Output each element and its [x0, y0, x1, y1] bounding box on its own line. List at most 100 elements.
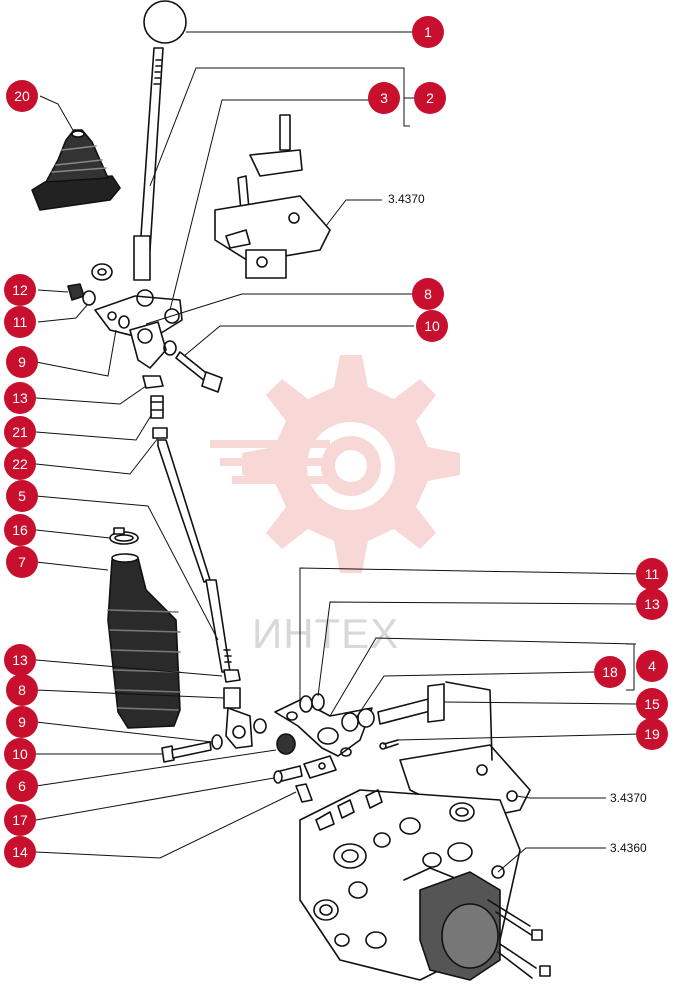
- callout-badge: [636, 718, 668, 750]
- ball-joint-8b-part: [223, 687, 253, 749]
- callout-c17: 17: [4, 804, 36, 836]
- callout-number: 20: [14, 88, 30, 104]
- callout-badge: [636, 558, 668, 590]
- callout-badge: [6, 346, 38, 378]
- callout-c21: 21: [4, 416, 36, 448]
- dust-boot-large-part: [107, 553, 181, 729]
- callout-badge: [412, 278, 444, 310]
- leader-ref-lower: [515, 795, 606, 799]
- callout-c14: 14: [4, 836, 36, 868]
- leader-10a: [183, 325, 414, 357]
- callout-c12: 12: [4, 274, 36, 306]
- callout-number: 6: [18, 778, 26, 794]
- callout-number: 4: [648, 658, 656, 674]
- callout-number: 13: [12, 390, 28, 406]
- callout-c9a: 9: [6, 346, 38, 378]
- callout-badge: [6, 770, 38, 802]
- coupling-21-part: [150, 395, 164, 419]
- pin-14-part: [295, 783, 313, 803]
- bolt-10b-part: [161, 741, 212, 763]
- callout-number: 12: [12, 282, 28, 298]
- callout-badge: [4, 416, 36, 448]
- callout-number: 1: [424, 24, 432, 40]
- callout-c20: 20: [6, 80, 38, 112]
- cotter-pin-19-part: [379, 739, 399, 750]
- leader-14: [35, 791, 297, 859]
- callout-badge: [414, 82, 446, 114]
- callout-number: 11: [645, 566, 660, 582]
- callout-badge: [6, 706, 38, 738]
- callout-c4: 4: [636, 650, 668, 682]
- nut-13b-part: [223, 669, 241, 683]
- callout-c13a: 13: [4, 382, 36, 414]
- callout-number: 5: [18, 488, 26, 504]
- callout-c7: 7: [6, 546, 38, 578]
- hose-clamp-part: [109, 527, 139, 545]
- callout-badge: [4, 382, 36, 414]
- callout-c18: 18: [594, 656, 626, 688]
- leader-13c: [35, 659, 223, 677]
- leader-13b: [317, 601, 641, 697]
- callout-c3: 3: [368, 82, 400, 114]
- callout-number: 17: [12, 812, 28, 828]
- callout-badge: [4, 306, 36, 338]
- callout-number: 7: [18, 554, 26, 570]
- callout-badge: [4, 644, 36, 676]
- callout-c10b: 10: [4, 738, 36, 770]
- nut-12-part: [67, 283, 85, 301]
- callout-number: 2: [426, 90, 434, 106]
- leader-19: [397, 733, 641, 741]
- callout-c19: 19: [636, 718, 668, 750]
- bushing-6-part: [276, 733, 296, 755]
- bracket-2-3: [403, 68, 410, 127]
- hydraulic-valve-block: [299, 789, 551, 981]
- callout-c11b: 11: [636, 558, 668, 590]
- callout-number: 3: [380, 90, 388, 106]
- callout-badge: [6, 480, 38, 512]
- bracket-4-18: [626, 643, 635, 691]
- lever-rod-part: [133, 47, 164, 281]
- pivot-bushing-part: [91, 263, 113, 281]
- callout-badge: [594, 656, 626, 688]
- callout-c11a: 11: [4, 306, 36, 338]
- spacer-18-part: [341, 708, 375, 732]
- callout-badge: [4, 274, 36, 306]
- leader-ref-upper: [325, 199, 382, 227]
- callout-number: 18: [602, 664, 618, 680]
- callout-c6: 6: [6, 770, 38, 802]
- callout-number: 22: [12, 456, 28, 472]
- callout-badge: [4, 514, 36, 546]
- assembly-ref-lower: 3.4370: [610, 791, 647, 805]
- callout-c15: 15: [636, 688, 668, 720]
- callout-number: 13: [12, 652, 28, 668]
- callout-badge: [4, 804, 36, 836]
- callout-number: 16: [12, 522, 28, 538]
- callout-badge: [636, 588, 668, 620]
- leader-8b: [35, 689, 225, 699]
- leader-17: [35, 777, 275, 821]
- leader-9b: [35, 721, 213, 743]
- bracket-assembly-top: [214, 114, 331, 279]
- callout-badge: [636, 688, 668, 720]
- dust-boot-small-part: [31, 129, 121, 211]
- callout-number: 8: [424, 286, 432, 302]
- callout-number: 19: [644, 726, 660, 742]
- callout-badge: [416, 310, 448, 342]
- leader-6: [35, 749, 277, 787]
- callout-c13b: 13: [636, 588, 668, 620]
- callout-badge: [368, 82, 400, 114]
- washers-11-13-part: [299, 693, 325, 713]
- callout-badge: [636, 650, 668, 682]
- callout-badge: [412, 16, 444, 48]
- assembly-ref-upper: 3.4370: [388, 192, 425, 206]
- leader-15: [443, 701, 641, 705]
- callout-badge: [4, 738, 36, 770]
- leader-7: [35, 561, 109, 571]
- callout-c1: 1: [412, 16, 444, 48]
- callout-c10a: 10: [416, 310, 448, 342]
- assembly-ref-valve: 3.4360: [610, 841, 647, 855]
- callout-c16: 16: [4, 514, 36, 546]
- callout-badge: [4, 448, 36, 480]
- leader-21: [35, 413, 153, 441]
- gear-watermark-icon: [210, 355, 460, 573]
